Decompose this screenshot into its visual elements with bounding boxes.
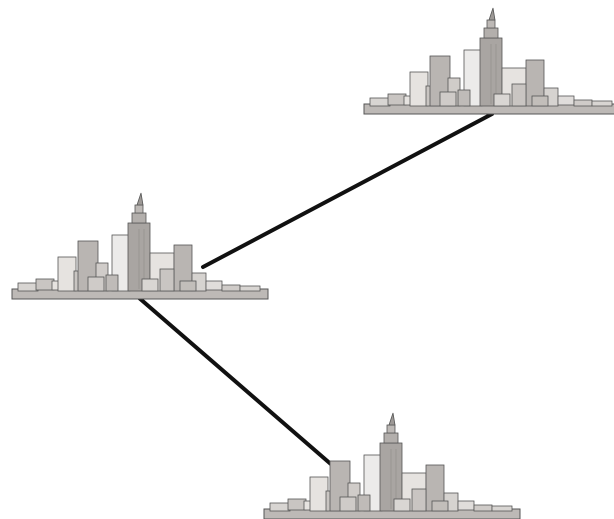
- connection-line-middle-to-top-right: [203, 114, 492, 267]
- connection-line-middle-to-bottom: [138, 297, 340, 472]
- city-top-right-icon: [364, 8, 614, 114]
- city-bottom-icon: [264, 413, 520, 519]
- city-middle-left-icon: [12, 193, 268, 299]
